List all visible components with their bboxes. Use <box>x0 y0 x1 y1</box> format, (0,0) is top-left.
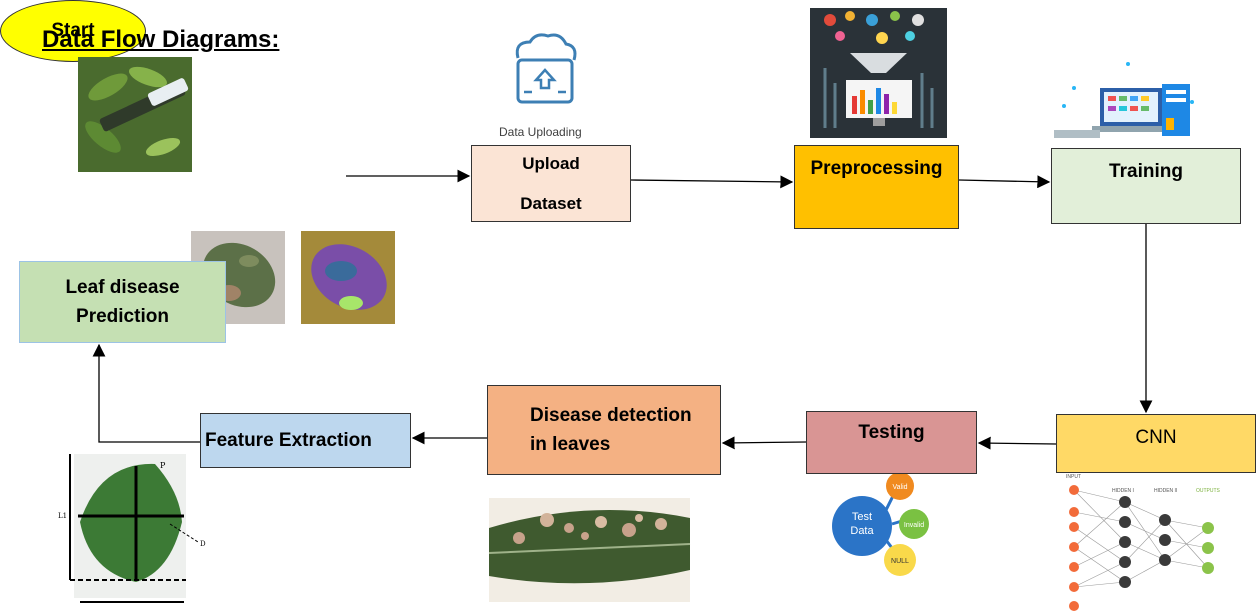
leaf-disease-prediction-node: Leaf disease Prediction <box>19 261 226 343</box>
arrow-upload-prep <box>630 175 794 189</box>
upload-dataset-node: Upload Dataset <box>471 145 631 222</box>
cnn-node: CNN <box>1056 414 1256 473</box>
leaf-measurement-image: P L1 D <box>58 454 206 603</box>
feature-extraction-node: Feature Extraction <box>200 413 411 468</box>
data-uploading-caption: Data Uploading <box>499 125 582 139</box>
arrow-testing-disease <box>721 436 807 450</box>
neural-network-illustration: INPUT HIDDEN I HIDDEN II OUTPUTS <box>1066 474 1221 611</box>
training-illustration <box>1054 62 1194 138</box>
test-data-label-2: Data <box>850 525 874 537</box>
feature-label: Feature Extraction <box>205 429 372 451</box>
leaf-label-d: D <box>200 540 206 548</box>
leaf-prediction-line2: Prediction <box>76 306 169 327</box>
cnn-label: CNN <box>1135 427 1177 448</box>
segmented-leaf-image <box>301 231 395 324</box>
invalid-bubble <box>899 509 929 539</box>
arrow-prep-train <box>958 175 1051 189</box>
arrow-feature-prediction <box>92 343 200 443</box>
training-node: Training <box>1051 148 1241 224</box>
upload-label-line1: Upload <box>522 153 580 173</box>
upload-label-line2: Dataset <box>520 193 582 213</box>
page-title: Data Flow Diagrams: <box>42 26 280 53</box>
leaf-label-l1: L1 <box>58 512 67 520</box>
nn-hidden2-label: HIDDEN II <box>1154 488 1177 494</box>
training-label: Training <box>1109 161 1183 182</box>
test-data-label-1: Test <box>852 511 872 523</box>
start-label: Start <box>51 20 95 41</box>
valid-bubble <box>886 472 914 500</box>
nn-hidden1-label: HIDDEN I <box>1112 488 1134 494</box>
test-data-bubble <box>832 496 892 556</box>
plant-sensor-image <box>78 57 192 172</box>
nn-input-label: INPUT <box>1066 474 1081 480</box>
disease-detection-node: Disease detection in leaves <box>487 385 721 475</box>
null-bubble <box>884 544 916 576</box>
test-data-diagram: Test Data Valid Invalid NULL <box>832 472 929 576</box>
preprocessing-label: Preprocessing <box>810 158 943 179</box>
preprocessing-illustration <box>810 8 947 138</box>
testing-node: Testing <box>806 411 977 474</box>
leaf-disease-spots-image <box>488 498 691 602</box>
nn-outputs-label: OUTPUTS <box>1196 488 1221 494</box>
preprocessing-node: Preprocessing <box>794 145 959 229</box>
leaf-label-p: P <box>160 461 166 470</box>
null-label: NULL <box>891 558 909 565</box>
arrow-cnn-testing <box>977 436 1057 450</box>
leaf-prediction-line1: Leaf disease <box>65 277 180 298</box>
start-node: Start <box>0 0 146 62</box>
disease-label-line2: in leaves <box>530 434 611 455</box>
invalid-label: Invalid <box>904 522 924 529</box>
valid-label: Valid <box>892 484 907 491</box>
testing-label: Testing <box>858 422 925 443</box>
cloud-upload-icon <box>515 33 577 104</box>
disease-label-line1: Disease detection <box>530 405 692 426</box>
